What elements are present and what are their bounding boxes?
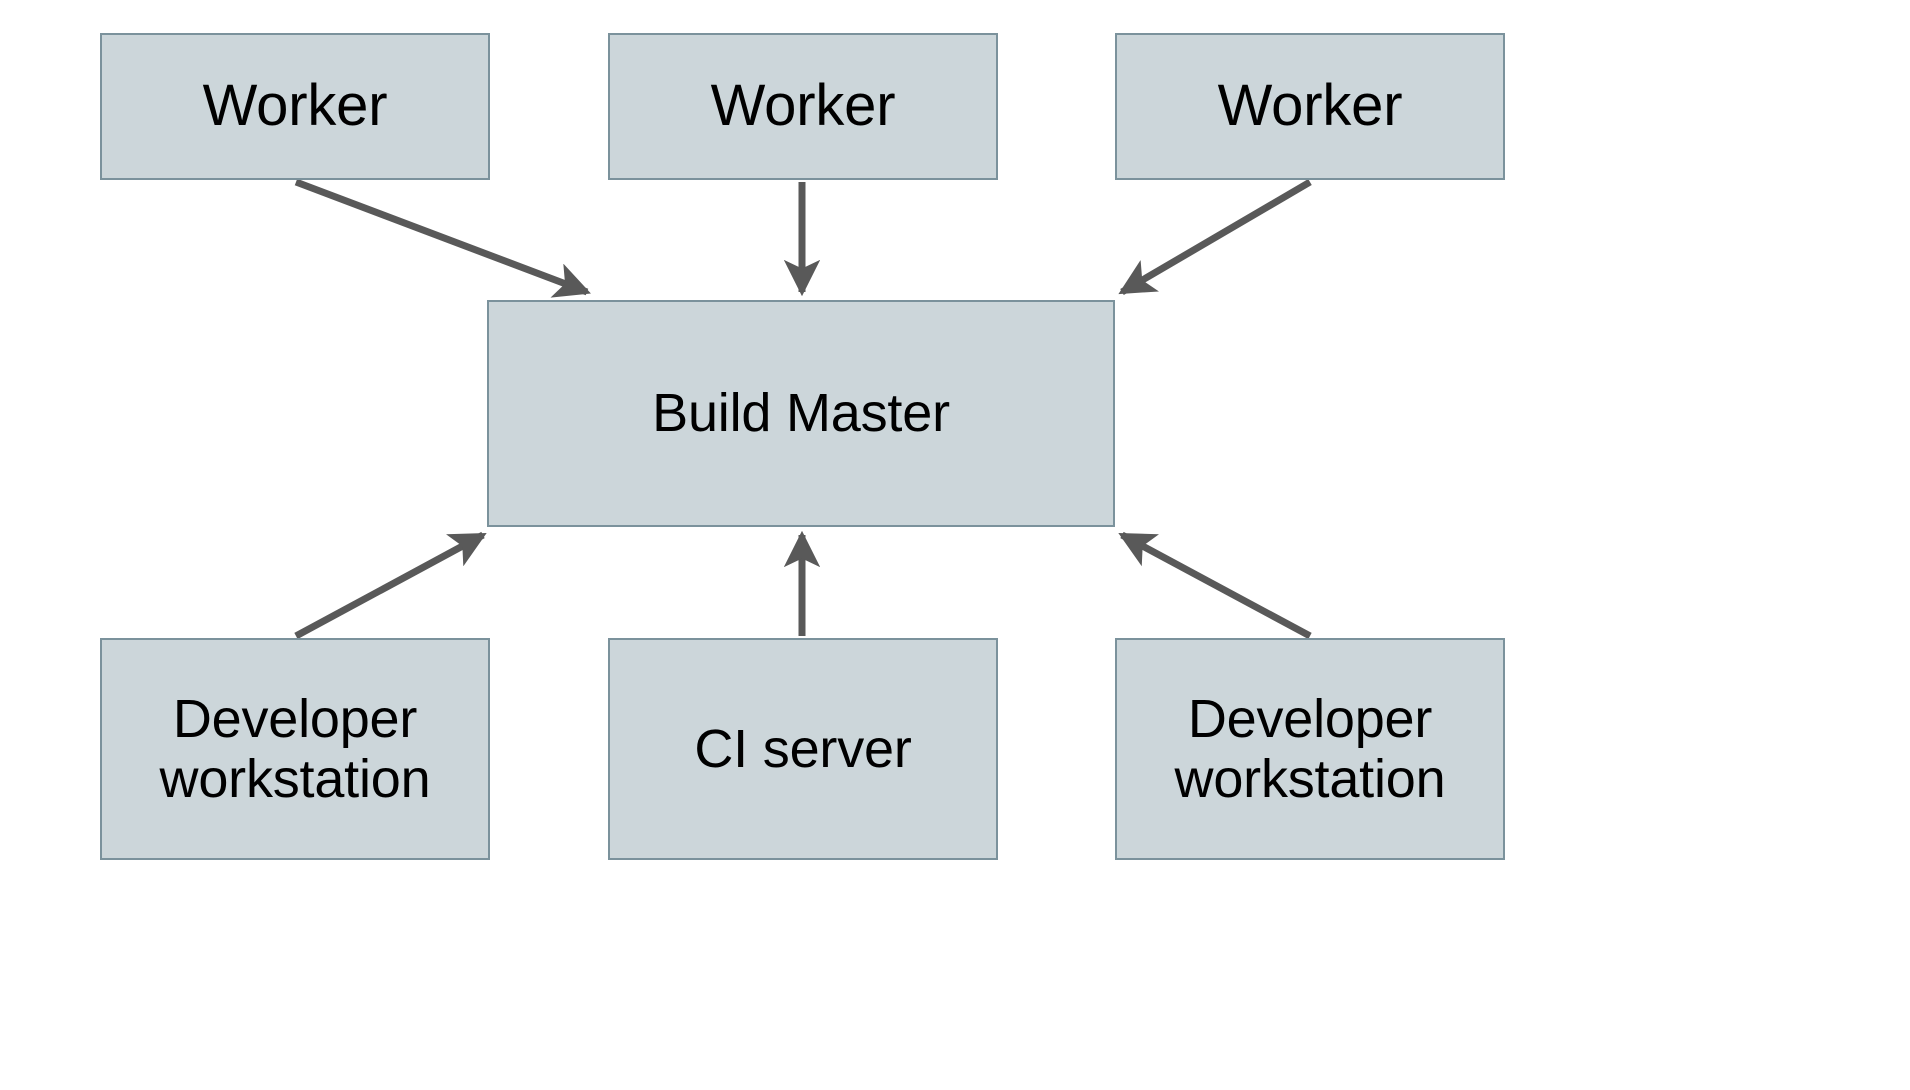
edge-worker-left-to-master [294, 178, 591, 298]
node-developer-workstation-left[interactable]: Developer workstation [100, 638, 490, 860]
node-worker-right[interactable]: Worker [1115, 33, 1505, 180]
edge-dev-left-to-master [294, 531, 487, 640]
node-developer-workstation-right[interactable]: Developer workstation [1115, 638, 1505, 860]
node-ci-server[interactable]: CI server [608, 638, 998, 860]
node-worker-right-label: Worker [1217, 73, 1403, 139]
node-developer-workstation-right-label: Developer workstation [1174, 688, 1446, 809]
node-ci-server-label: CI server [694, 718, 912, 779]
node-worker-left-label: Worker [202, 73, 388, 139]
node-build-master[interactable]: Build Master [487, 300, 1115, 527]
node-developer-workstation-left-label: Developer workstation [159, 688, 431, 809]
node-worker-center-label: Worker [710, 73, 896, 139]
edge-dev-right-to-master [1118, 531, 1312, 640]
node-worker-center[interactable]: Worker [608, 33, 998, 180]
node-worker-left[interactable]: Worker [100, 33, 490, 180]
node-build-master-label: Build Master [652, 383, 950, 444]
edge-worker-right-to-master [1118, 178, 1312, 296]
